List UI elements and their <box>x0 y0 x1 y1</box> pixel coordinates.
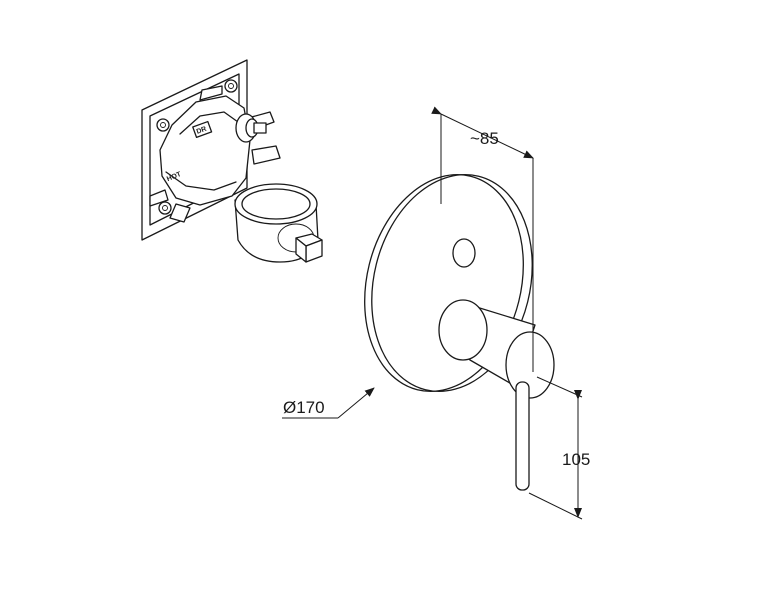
depth-label: ~85 <box>470 129 499 148</box>
dimension-depth: ~85 <box>431 106 534 372</box>
cartridge-cylinder <box>234 183 323 263</box>
handle-cylinder <box>438 299 555 399</box>
handle-lever <box>515 381 530 491</box>
diameter-label: Ø170 <box>283 398 325 417</box>
valve-housing: DR HOT <box>149 85 281 223</box>
height-label: 105 <box>562 450 590 469</box>
dr-mark: DR <box>192 120 213 139</box>
dimension-diameter: Ø170 <box>282 387 375 419</box>
concealed-valve-body: DR HOT <box>141 59 323 263</box>
dimension-height: 105 <box>528 376 590 520</box>
svg-text:DR: DR <box>196 126 208 136</box>
trim-set <box>364 173 555 491</box>
